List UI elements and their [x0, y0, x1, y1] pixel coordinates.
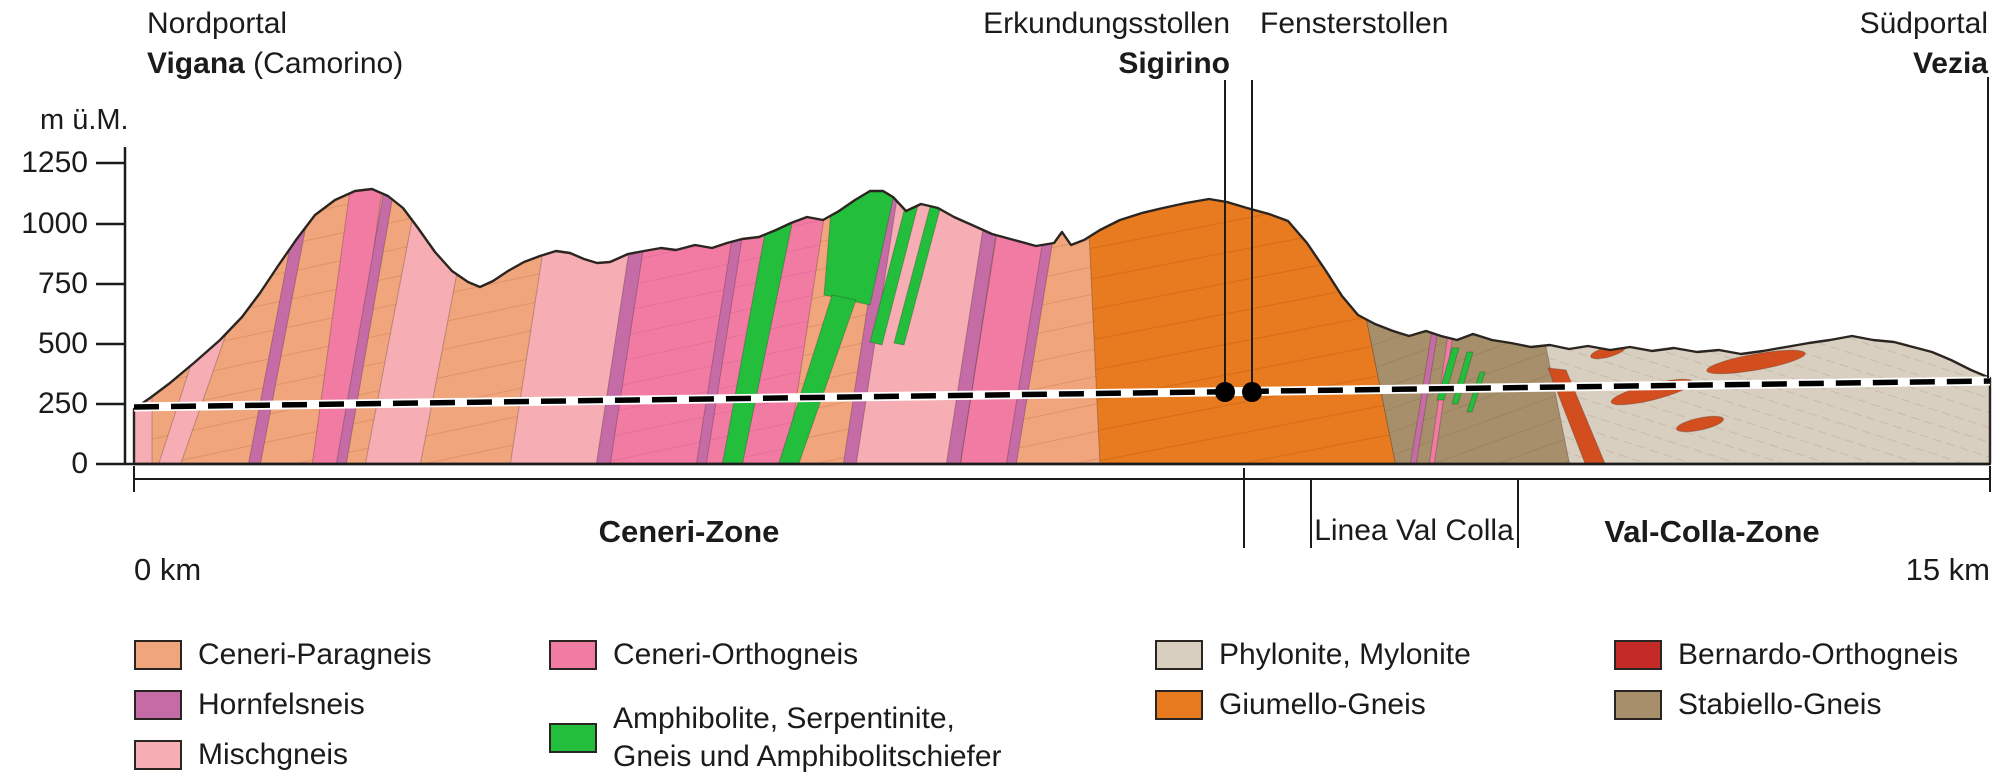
distance-end-label: 15 km: [1905, 552, 1990, 587]
legend-item-mischgneis: Mischgneis: [134, 736, 348, 774]
legend-label: Mischgneis: [198, 738, 349, 771]
tick-250: 250: [37, 387, 88, 420]
tick-0: 0: [71, 447, 88, 480]
distance-start-label: 0 km: [134, 552, 202, 587]
legend-label: Giumello-Gneis: [1219, 688, 1426, 721]
window-adit-label: Fensterstollen: [1260, 4, 1448, 44]
legend-item-stabiello: Stabiello-Gneis: [1614, 686, 1881, 724]
axis-unit-label: m ü.M.: [40, 104, 129, 136]
legend-swatch-bernardo: [1614, 640, 1662, 670]
legend-swatch-ceneri-orthogneis: [549, 640, 597, 670]
legend-item-ceneri-orthogneis: Ceneri-Orthogneis: [549, 636, 858, 674]
legend-item-giumello: Giumello-Gneis: [1155, 686, 1426, 724]
legend-label: Phylonite, Mylonite: [1219, 638, 1471, 671]
tick-1250: 1250: [21, 146, 88, 179]
legend-label: Ceneri-Orthogneis: [613, 638, 859, 671]
tick-750: 750: [37, 267, 88, 300]
north-portal-suffix: (Camorino): [244, 47, 404, 80]
legend-label: Bernardo-Orthogneis: [1678, 638, 1959, 671]
bernardo-lens: [1706, 349, 1806, 375]
legend-label-line1: Amphibolite, Serpentinite,: [613, 702, 955, 735]
tick-500: 500: [37, 327, 88, 360]
mischgneis-band: [134, 367, 153, 464]
legend-label: Hornfelsneis: [198, 688, 365, 721]
north-portal-line1: Nordportal: [147, 7, 288, 40]
north-portal-label: Nordportal Vigana (Camorino): [147, 4, 403, 84]
north-portal-name: Vigana: [147, 47, 245, 80]
south-portal-line1: Südportal: [1859, 7, 1988, 40]
val-colla-zone-label: Val-Colla-Zone: [1604, 514, 1820, 549]
legend-swatch-amphibolite: [549, 723, 597, 753]
legend-swatch-stabiello: [1614, 690, 1662, 720]
tunnel-line: [133, 378, 1991, 410]
legend-item-hornfelsneis: Hornfelsneis: [134, 686, 365, 724]
orthogneis-band: [311, 189, 385, 464]
amphibolite-band: [777, 294, 857, 464]
ceneri-zone-label: Ceneri-Zone: [598, 514, 780, 549]
south-portal-name: Vezia: [1912, 47, 1988, 80]
legend-label: Stabiello-Gneis: [1678, 688, 1882, 721]
legend-swatch-ceneri-paragneis: [134, 640, 182, 670]
legend-item-bernardo: Bernardo-Orthogneis: [1614, 636, 1958, 674]
legend-swatch-phylonite: [1155, 640, 1203, 670]
legend-swatch-hornfelsneis: [134, 690, 182, 720]
tick-1000: 1000: [21, 207, 88, 240]
sigirino-shaft-dot: [1215, 382, 1235, 402]
legend-item-ceneri-paragneis: Ceneri-Paragneis: [134, 636, 431, 674]
window-adit-text: Fensterstollen: [1260, 7, 1449, 40]
hornfelsneis-stripe: [842, 189, 907, 464]
legend-item-phylonite: Phylonite, Mylonite: [1155, 636, 1471, 674]
exploration-tunnel-label: Erkundungsstollen Sigirino: [983, 4, 1230, 84]
fensterstollen-dot: [1242, 382, 1262, 402]
legend-label: Ceneri-Paragneis: [198, 638, 432, 671]
legend-item-amphibolite: Amphibolite, Serpentinite, Gneis und Amp…: [549, 700, 1002, 776]
linea-val-colla-label: Linea Val Colla: [1314, 514, 1514, 547]
legend-swatch-mischgneis: [134, 740, 182, 770]
hornfelsneis-stripe: [335, 189, 397, 464]
bernardo-lens: [1675, 415, 1725, 433]
exploration-line1: Erkundungsstollen: [983, 7, 1230, 40]
bernardo-dike: [1547, 367, 1607, 464]
geology-layers: [134, 189, 1990, 464]
giumello-texture: [1085, 189, 1396, 464]
legend-swatch-giumello: [1155, 690, 1203, 720]
amphibolite-lens: [869, 189, 925, 346]
south-portal-label: Südportal Vezia: [1860, 4, 1988, 84]
legend-label-line2: Gneis und Amphibolitschiefer: [613, 740, 1002, 773]
exploration-name: Sigirino: [1118, 47, 1230, 80]
amphibolite-body: [823, 189, 903, 306]
